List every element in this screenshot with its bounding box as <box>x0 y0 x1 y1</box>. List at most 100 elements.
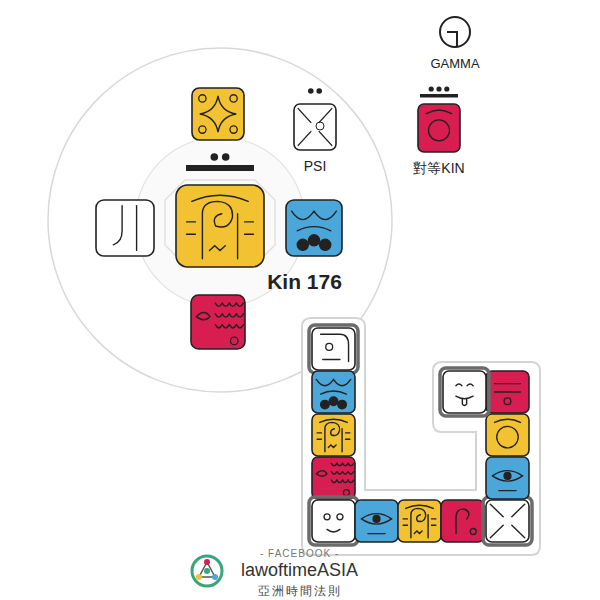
glyph-body <box>486 457 529 499</box>
glyph-line <box>337 472 343 475</box>
glyph-line <box>462 399 466 406</box>
glyph-dot <box>470 528 476 534</box>
glyph-line <box>456 384 473 386</box>
logo-dot <box>212 574 218 580</box>
glyph <box>312 371 355 413</box>
facebook-label: - FACEBOOK - <box>260 548 339 559</box>
glyph-dot <box>316 122 324 130</box>
glyph-dot <box>199 95 206 102</box>
glyph-body <box>486 500 529 542</box>
glyph-body <box>312 457 355 499</box>
glyph-line <box>337 463 343 466</box>
kin-label: 對等KIN <box>411 160 467 178</box>
glyph-dot <box>326 343 333 350</box>
glyph-line <box>495 419 521 422</box>
glyph-line <box>368 533 385 534</box>
center-kin: Kin 176 <box>175 184 265 268</box>
glyph-body <box>191 295 245 349</box>
glyph-line <box>196 313 210 320</box>
tone-dot <box>222 153 230 161</box>
glyph-line <box>298 109 332 146</box>
glyph-body <box>312 414 355 456</box>
glyph-line <box>297 227 331 231</box>
glyph-line <box>325 422 340 451</box>
logo-center <box>204 568 210 574</box>
glyph-dot <box>320 239 331 250</box>
glyph-line <box>327 529 340 532</box>
glyph-line <box>192 195 248 201</box>
glyph-line <box>348 463 354 466</box>
glyph-line <box>236 314 243 317</box>
glyph-line <box>337 480 343 483</box>
glyph-dot <box>504 472 511 479</box>
glyph-line <box>209 246 225 251</box>
glyph <box>176 185 264 267</box>
glyph-line <box>331 463 337 466</box>
glyph-line <box>215 314 222 317</box>
glyph-body <box>441 500 484 542</box>
glyph <box>96 200 154 256</box>
glyph-dot <box>230 337 238 345</box>
glyph-body <box>176 185 264 267</box>
analog-kin: 對等KIN <box>411 84 467 178</box>
glyph <box>440 368 489 416</box>
glyph-line <box>341 429 342 452</box>
glyph-line <box>187 222 254 234</box>
glyph-line <box>499 490 516 491</box>
glyph-body <box>418 104 460 152</box>
glyph-line <box>321 334 349 361</box>
glyph-line <box>328 445 336 448</box>
glyph-frame <box>309 325 358 373</box>
glyph <box>286 200 342 256</box>
glyph-line <box>456 396 473 399</box>
logo <box>192 556 222 586</box>
glyph <box>192 88 244 140</box>
logo-ring <box>192 556 222 586</box>
glyph-line <box>331 472 337 475</box>
glyph-line <box>456 509 469 533</box>
glyph <box>312 457 355 499</box>
oracle-circle <box>48 48 392 392</box>
logo-dot <box>196 574 202 580</box>
glyph-dot <box>338 400 347 409</box>
glyph-line <box>237 214 238 259</box>
glyph <box>441 500 484 542</box>
glyph-line <box>222 325 229 328</box>
glyph-line <box>292 211 337 219</box>
site-name: lawoftimeASIA <box>241 560 358 581</box>
glyph-body <box>312 328 355 370</box>
glyph-line <box>229 303 236 306</box>
glyph-line <box>490 504 524 538</box>
site-name-chinese: 亞洲時間法則 <box>258 583 342 600</box>
gamma-circle <box>440 17 470 47</box>
glyph-dot <box>373 515 380 522</box>
glyph <box>398 500 441 542</box>
tone-bar <box>420 94 458 98</box>
tone-dot <box>436 86 441 91</box>
glyph-line <box>348 472 354 475</box>
glyph-line <box>426 110 451 114</box>
glyph <box>309 497 358 545</box>
tone-bar <box>186 165 254 171</box>
glyph-line <box>495 384 521 392</box>
glyph-dot <box>297 239 308 250</box>
kin-label: Kin 176 <box>267 270 342 294</box>
glyph-line <box>316 379 350 385</box>
glyph-body <box>286 200 342 256</box>
logo-dot <box>204 559 210 565</box>
glyph-icon <box>290 86 340 152</box>
glyph-line <box>414 531 422 534</box>
glyph-line <box>229 325 236 328</box>
glyph-line <box>202 201 232 258</box>
glyph-dot <box>429 120 450 141</box>
glyph-line <box>348 480 354 483</box>
glyph-line <box>343 472 349 475</box>
glyph-body <box>96 200 154 256</box>
glyph-body <box>355 500 398 542</box>
glyph-dot <box>329 397 338 406</box>
glyph-body <box>486 371 529 413</box>
glyph-line <box>229 314 236 317</box>
glyph <box>486 371 529 413</box>
psi-kin: PSI <box>288 86 342 174</box>
